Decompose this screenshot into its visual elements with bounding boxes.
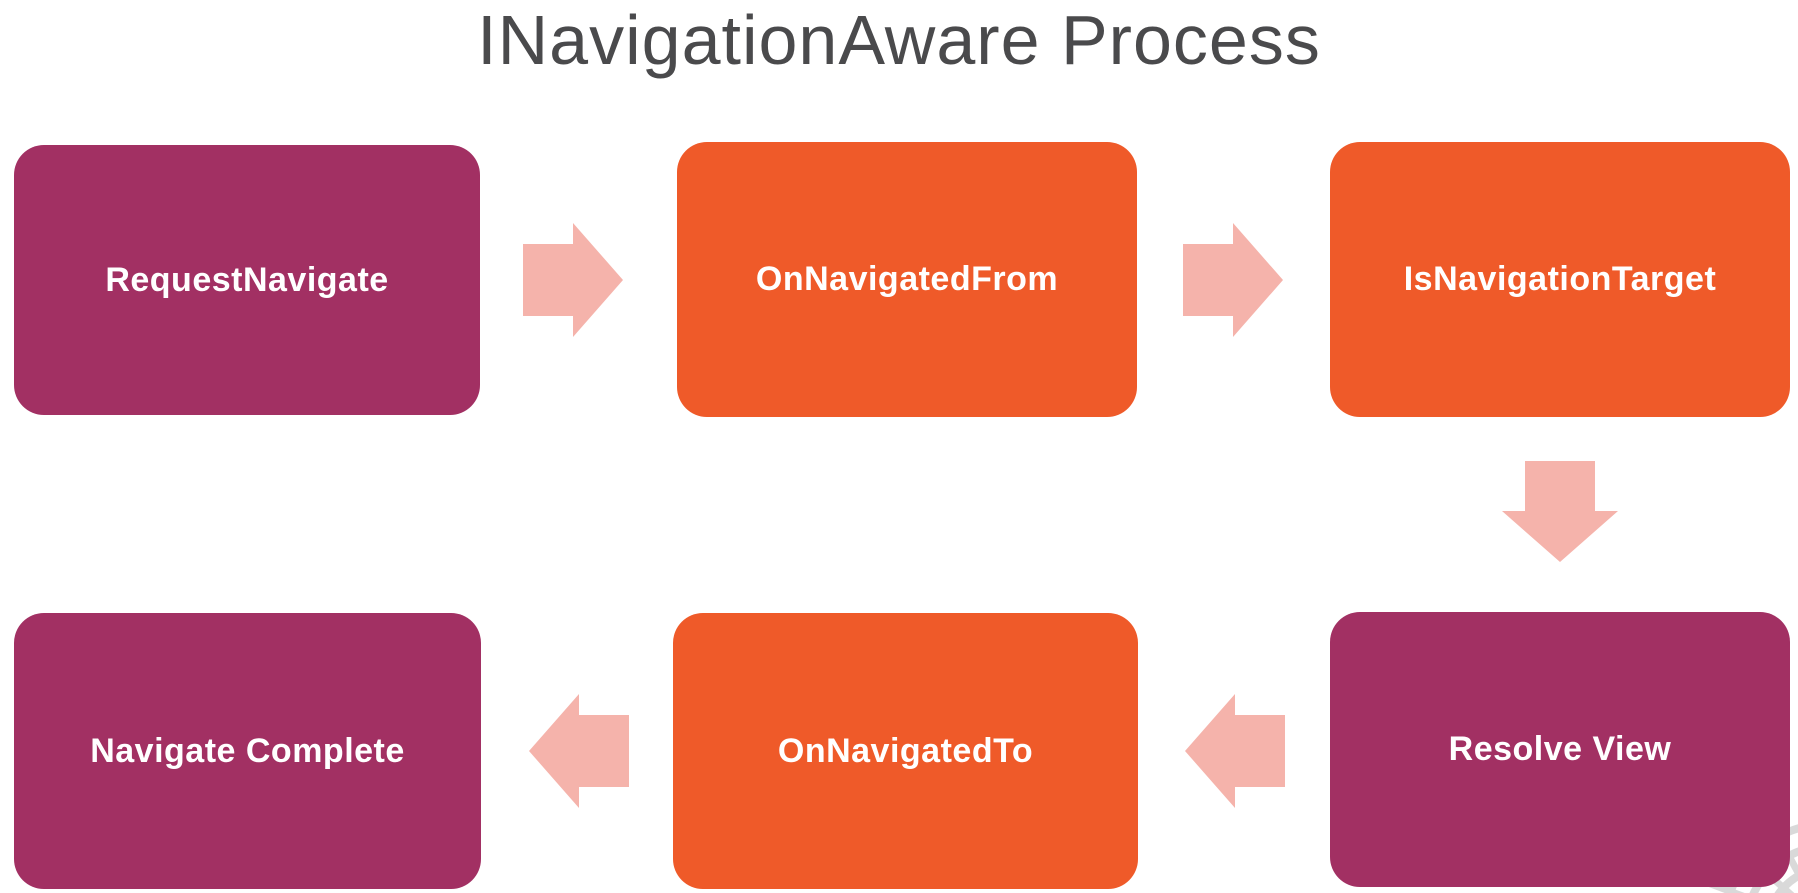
arrow-onnavigatedto-to-navigatecomplete	[529, 694, 629, 808]
node-onnavigatedto: OnNavigatedTo	[673, 613, 1138, 889]
node-onnavigatedfrom: OnNavigatedFrom	[677, 142, 1137, 417]
arrow-onnavigatedfrom-to-isnavigationtarget	[1183, 223, 1283, 337]
node-label: Navigate Complete	[90, 731, 405, 770]
node-label: IsNavigationTarget	[1403, 260, 1717, 298]
node-resolve-view: Resolve View	[1330, 612, 1790, 887]
arrow-requestnavigate-to-onnavigatedfrom	[523, 223, 623, 337]
node-navigate-complete: Navigate Complete	[14, 613, 481, 889]
arrow-isnavigationtarget-to-resolveview	[1502, 461, 1618, 562]
node-label: RequestNavigate	[105, 260, 389, 299]
node-label: OnNavigatedTo	[777, 731, 1034, 770]
node-isnavigationtarget: IsNavigationTarget	[1330, 142, 1790, 417]
arrow-resolveview-to-onnavigatedto	[1185, 694, 1285, 808]
node-label: Resolve View	[1448, 730, 1672, 768]
diagram-title: INavigationAware Process	[477, 1, 1321, 79]
node-request-navigate: RequestNavigate	[14, 145, 480, 415]
node-label: OnNavigatedFrom	[755, 260, 1059, 298]
